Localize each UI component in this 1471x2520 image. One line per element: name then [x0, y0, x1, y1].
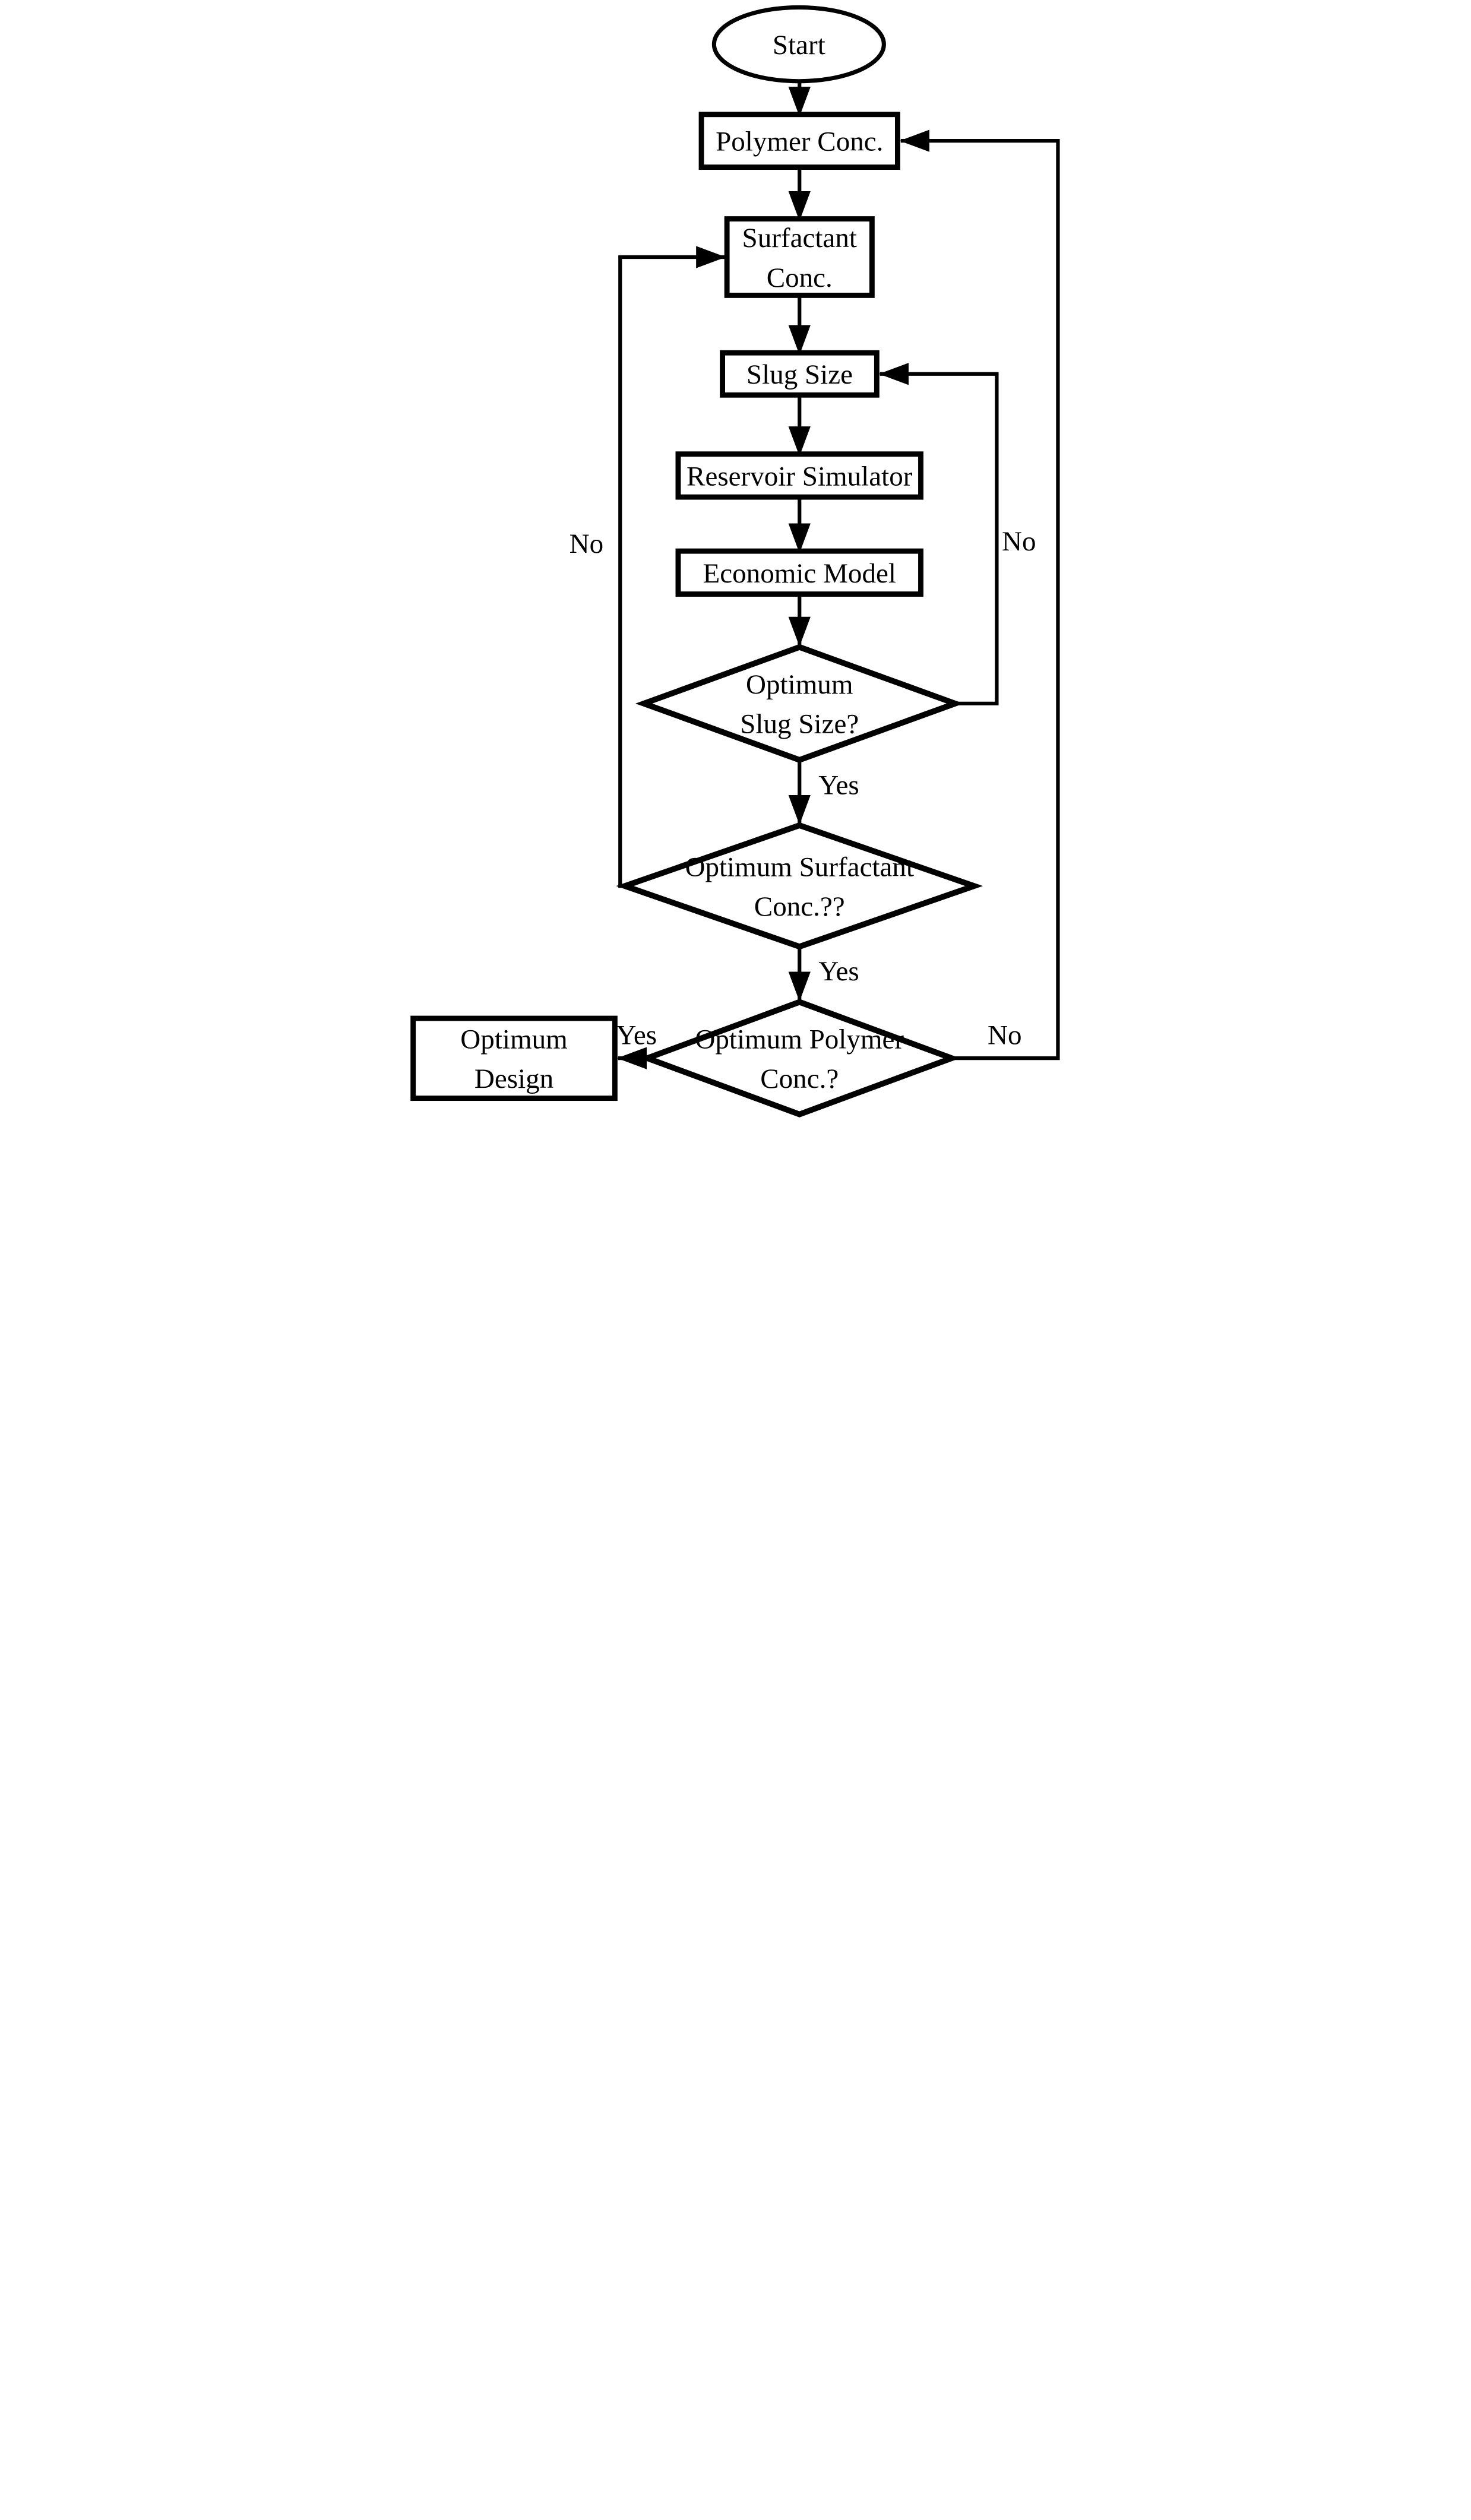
node-polymer-conc-label: Polymer Conc. — [716, 126, 883, 157]
edge-label-decision-surf-no: No — [569, 528, 603, 559]
edge-label-decision-surf-yes: Yes — [818, 956, 859, 987]
node-surfactant-conc — [724, 216, 875, 298]
decision-optimum-surfactant-conc — [615, 822, 983, 950]
edge-decision-poly-no — [899, 129, 1060, 1060]
edge-decision-slug-no — [878, 363, 999, 705]
node-optimum-design — [410, 1015, 618, 1101]
node-economic-model — [675, 548, 923, 597]
decision-optimum-polymer-conc — [638, 999, 960, 1117]
node-start-label: Start — [772, 30, 825, 61]
node-slug-size — [719, 350, 880, 398]
node-start — [711, 5, 886, 84]
node-economic-model-label: Economic Model — [703, 558, 896, 589]
node-reservoir-simulator-label: Reservoir Simulator — [687, 461, 913, 492]
node-slug-size-label: Slug Size — [746, 359, 852, 390]
node-polymer-conc — [698, 112, 900, 170]
edge-label-decision-poly-yes: Yes — [616, 1020, 656, 1051]
edge-label-decision-slug-no: No — [1001, 526, 1036, 557]
edge-label-decision-poly-no: No — [987, 1020, 1021, 1051]
edge-label-decision-slug-yes: Yes — [818, 770, 859, 801]
node-reservoir-simulator — [675, 451, 923, 500]
decision-optimum-slug-size — [635, 644, 964, 764]
